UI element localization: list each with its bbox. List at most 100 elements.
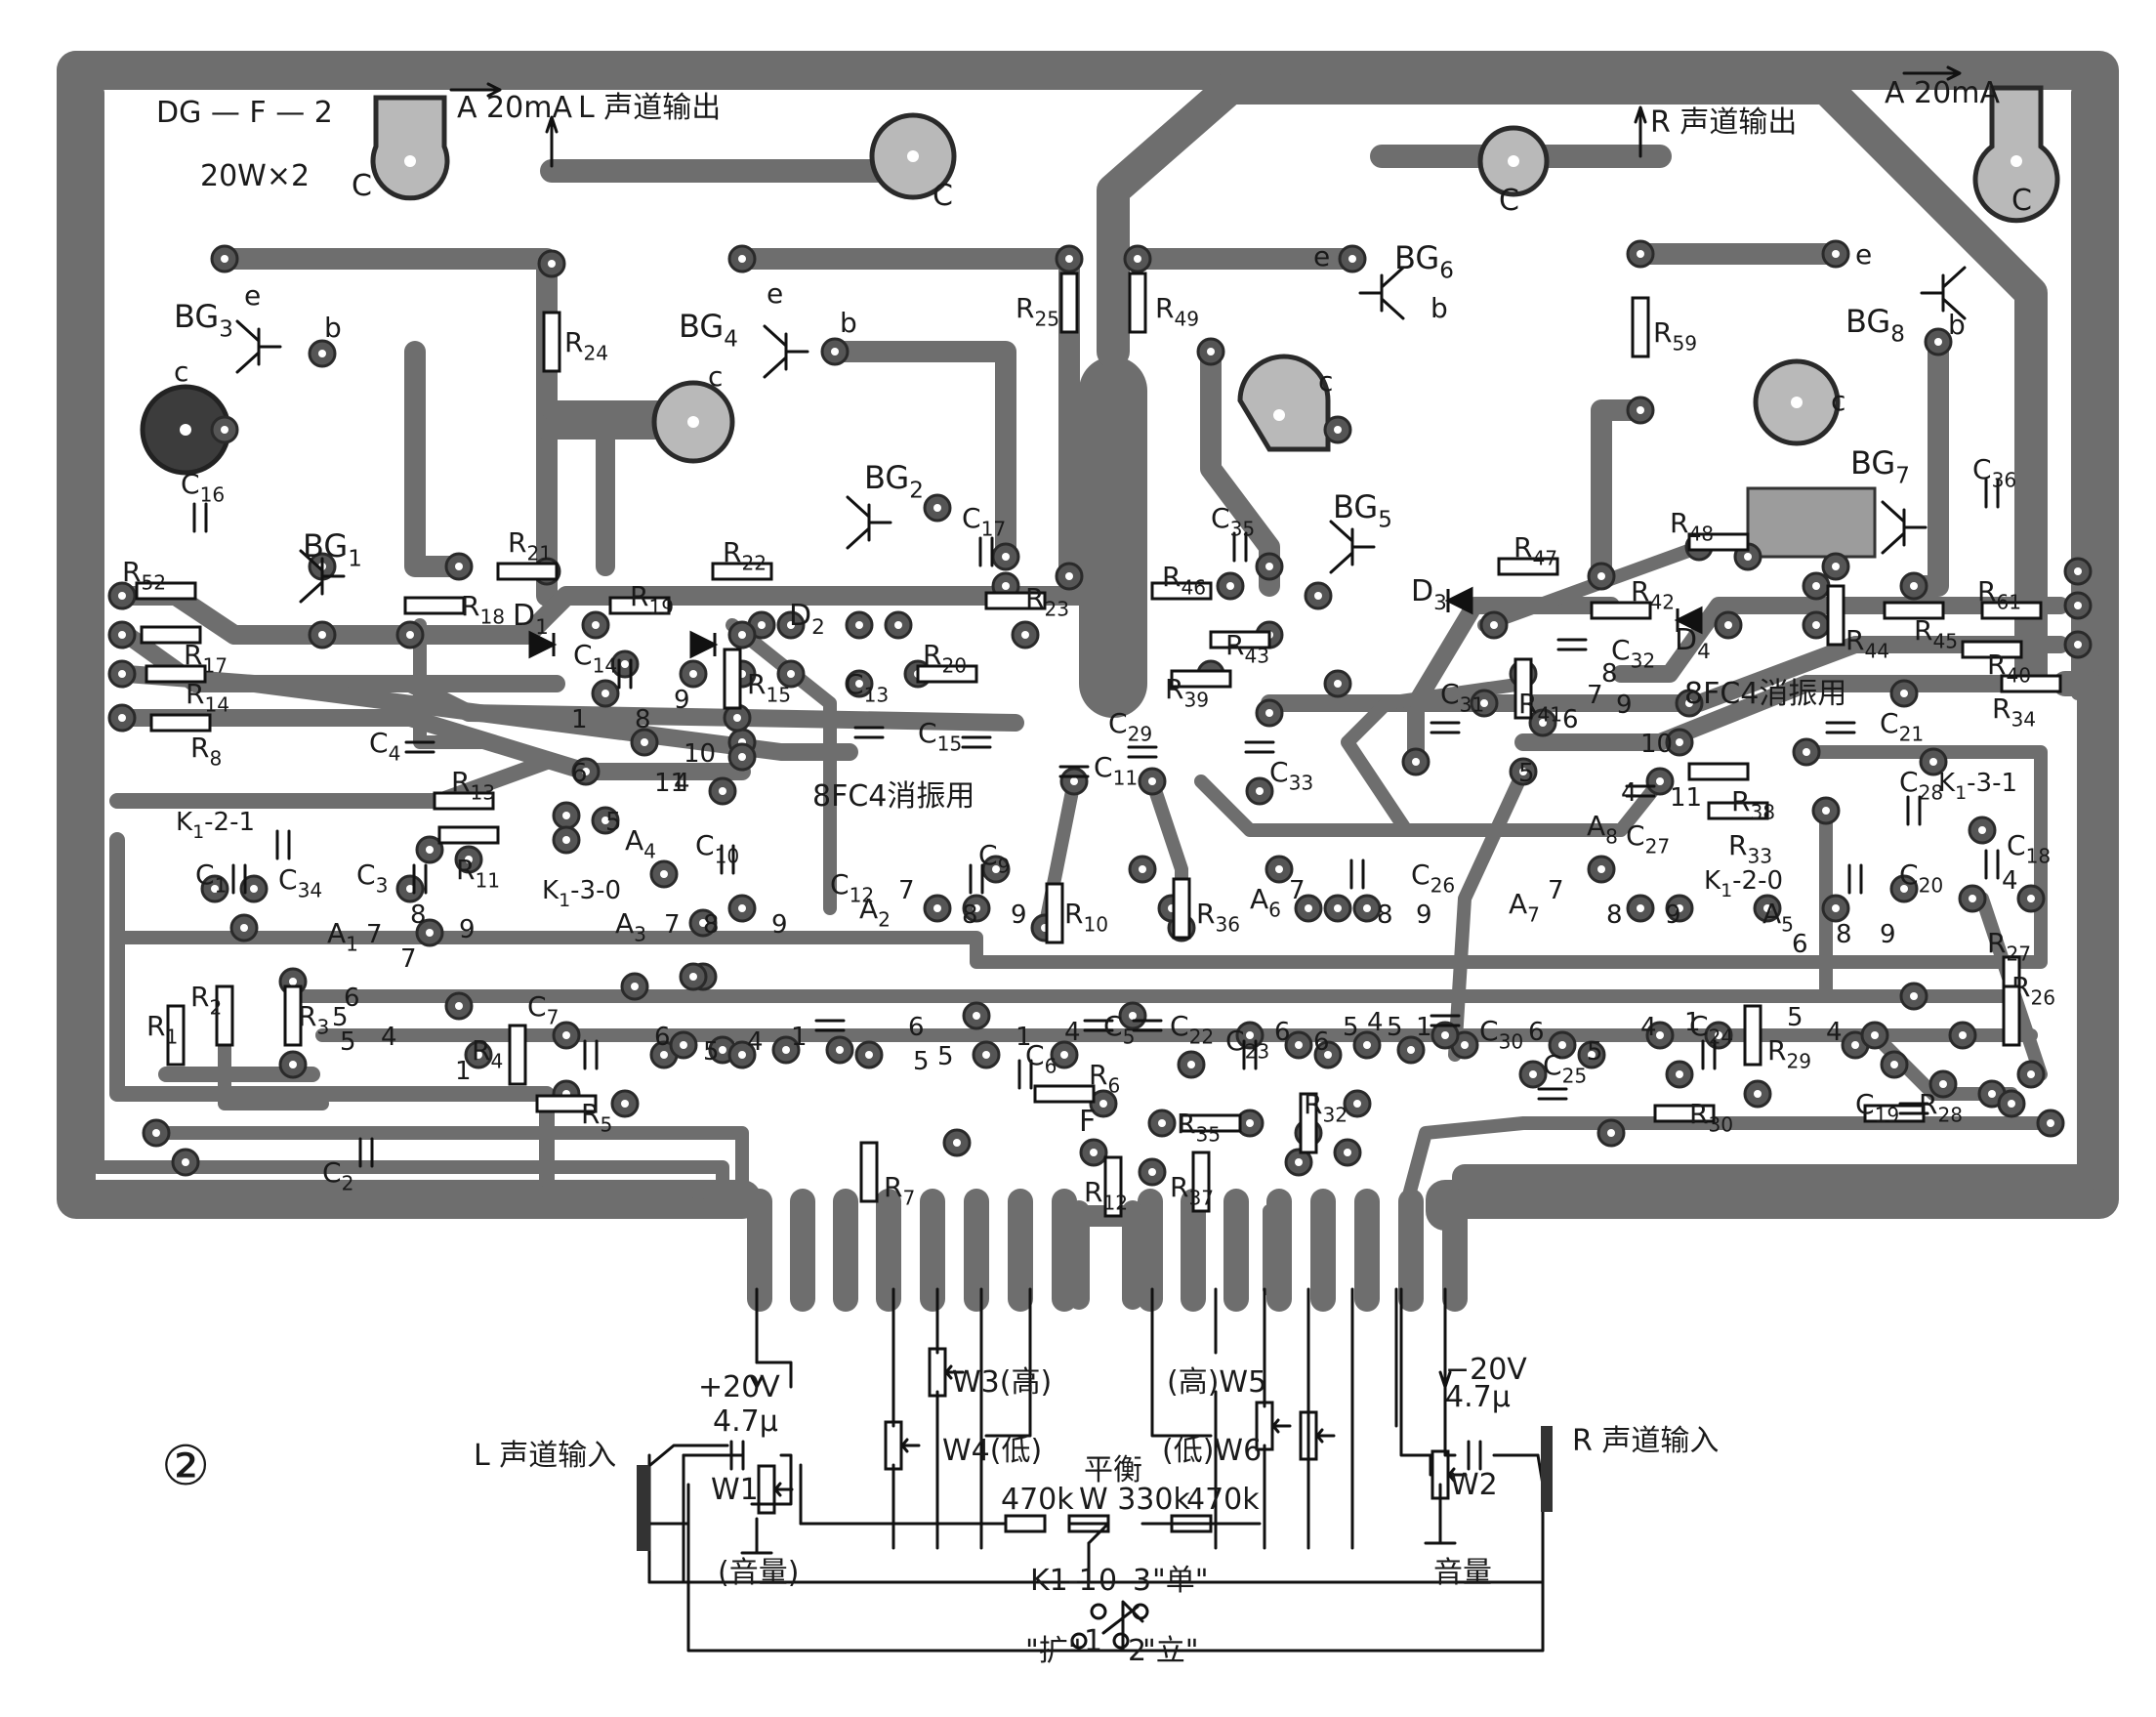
pad-hole (1763, 904, 1771, 912)
resistor-body (135, 581, 197, 601)
resistor-label-r23: R23 (1025, 582, 1069, 620)
transistor-symbol (1881, 500, 1928, 555)
capacitor-plates (1017, 1059, 1033, 1090)
capacitor-label-c34: C34 (278, 863, 322, 901)
pin-number: 6 (571, 759, 588, 788)
resistor-body (508, 1024, 527, 1086)
pad-hole (1441, 1031, 1449, 1039)
pad-hole (1187, 1061, 1195, 1068)
capacitor-label-c36: C36 (1972, 453, 2016, 491)
pad-hole (689, 973, 697, 981)
pin-number: 4 (1640, 1013, 1657, 1042)
pin-number: 4 (747, 1027, 764, 1057)
pin-number: 8 (962, 900, 978, 930)
resistor-body (1150, 581, 1213, 601)
resistor-label-r46: R46 (1162, 561, 1206, 599)
pad-hole (1558, 1041, 1566, 1049)
pad-hole (118, 670, 126, 678)
pad-hole (1939, 1080, 1947, 1088)
resistor-body (283, 984, 303, 1047)
transistor-symbol (299, 549, 346, 604)
pin-number: 7 (898, 876, 915, 905)
resistor-label-r1: R1 (146, 1010, 178, 1048)
capacitor-plates (1556, 638, 1588, 651)
pin-number: 9 (1616, 691, 1633, 720)
pad-hole (699, 919, 707, 927)
potentiometer-body (884, 1420, 903, 1471)
pin-number: 5 (1587, 1037, 1603, 1067)
capacitor-label-c33: C33 (1269, 756, 1313, 794)
transistor-label-bg1: BG1 (303, 527, 362, 572)
pad-hole (1754, 1090, 1762, 1098)
pin-number: 4 (2002, 866, 2018, 896)
potentiometer-wiper (900, 1438, 921, 1453)
amp-block-label-a1: A1 (327, 917, 358, 955)
capacitor-label-c32: C32 (1611, 634, 1655, 672)
pad-hole (738, 753, 746, 761)
pad-hole (738, 255, 746, 263)
resistor-body (1707, 801, 1769, 820)
pad-hole (992, 865, 1000, 873)
pad-hole (1715, 1031, 1722, 1039)
pad-hole (1871, 1031, 1879, 1039)
res-left-value: 470k (1001, 1483, 1074, 1517)
pad-hole (1060, 1051, 1068, 1059)
transistor-symbol (1358, 266, 1405, 320)
resistor-label-r11: R11 (456, 854, 500, 892)
pin-number: 4 (1826, 1018, 1843, 1047)
pin-number: 1 (571, 705, 588, 734)
pad-hole (1832, 563, 1840, 570)
capacitor-label-c27: C27 (1626, 819, 1670, 858)
pad-hole (1363, 1041, 1371, 1049)
pad-hole (1070, 777, 1078, 785)
resistor-label-r33: R33 (1728, 829, 1772, 867)
resistor-body (1653, 1104, 1716, 1123)
switch-contact (1090, 1603, 1107, 1620)
pin-letter: b (1948, 309, 1966, 341)
pad-hole (1226, 582, 1234, 590)
transistor-label-bg2: BG2 (864, 459, 924, 504)
pad-hole (782, 1046, 790, 1054)
pad-hole (973, 1012, 980, 1020)
pad-hole (680, 1041, 687, 1049)
pad-hole (406, 631, 414, 639)
resistor-label-r48: R48 (1670, 507, 1714, 545)
capacitor-plates (1825, 721, 1856, 734)
pad-hole (601, 817, 609, 824)
pad-hole (240, 924, 248, 932)
pad-hole (1090, 1149, 1098, 1156)
capacitor-plates (853, 726, 885, 739)
capacitor-plates (1058, 765, 1090, 778)
resistor-label-r29: R29 (1767, 1034, 1811, 1072)
potentiometer-wiper (1271, 1418, 1292, 1434)
pad-hole (1676, 904, 1683, 912)
switch-contact-label: K1-2-0 (1704, 866, 1783, 901)
pad-hole (1637, 406, 1644, 414)
pad-hole (953, 1139, 961, 1147)
pin-number: 4 (674, 769, 690, 798)
capacitor-plates (1847, 863, 1863, 895)
resistor-body (916, 664, 978, 684)
resistor-body (1687, 532, 1750, 552)
left-cap-value: 4.7μ (713, 1404, 778, 1439)
pad-hole (1344, 1149, 1351, 1156)
mode-switch-expand: "扩" (1025, 1634, 1082, 1668)
pad-hole (426, 929, 434, 937)
anti-oscillation-left: 8FC4消振用 (812, 779, 974, 814)
mode-switch-label: K1-1 (1030, 1564, 1098, 1598)
pad-hole (1812, 582, 1820, 590)
bass-right-label: (低)W6 (1162, 1434, 1262, 1468)
pad-hole (1065, 572, 1073, 580)
pad-hole (1207, 348, 1215, 356)
capacitor-plates (404, 740, 435, 754)
resistor-label-r38: R38 (1731, 785, 1775, 823)
resistor-body (433, 791, 495, 811)
pad-hole (289, 1061, 297, 1068)
pin-number: 5 (605, 808, 622, 837)
pad-hole (758, 621, 766, 629)
resistor-body (1497, 557, 1559, 576)
capacitor-plates (1430, 721, 1461, 734)
capacitor-plates (1625, 784, 1656, 798)
pin-number: 5 (913, 1047, 930, 1076)
